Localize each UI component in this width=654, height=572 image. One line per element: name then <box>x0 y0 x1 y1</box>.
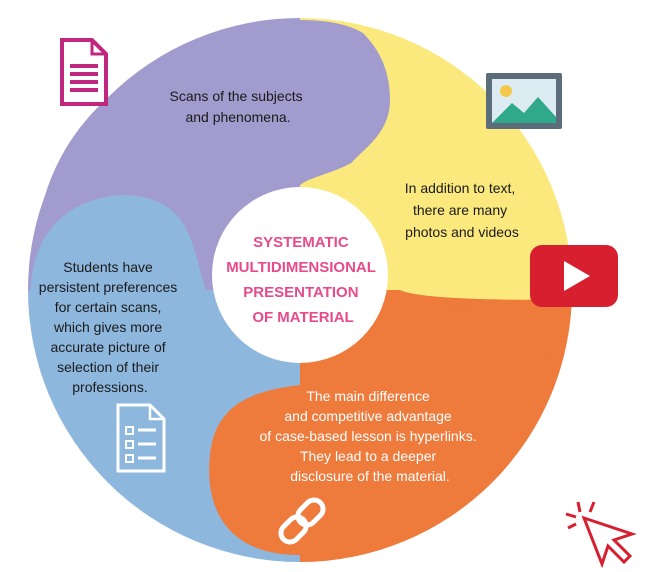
segment-text-line: which gives more <box>53 319 162 335</box>
center-circle <box>212 187 388 363</box>
video-play-icon[interactable] <box>530 245 618 307</box>
orange-segment-text: The main difference and competitive adva… <box>260 388 481 484</box>
center-title-line: SYSTEMATIC <box>253 234 349 251</box>
segment-blue-lobe <box>30 195 260 500</box>
segment-text-line: selection of their <box>57 359 159 375</box>
center-title-line: MULTIDIMENSIONAL <box>226 259 376 276</box>
segment-text-line: disclosure of the material. <box>290 468 450 484</box>
segment-text-line: for certain scans, <box>55 299 162 315</box>
center-title-line: OF MATERIAL <box>252 309 353 326</box>
cycle-wheel <box>28 18 572 562</box>
segment-text-line: In addition to text, <box>405 180 516 196</box>
segment-text-line: They lead to a deeper <box>300 448 437 464</box>
center-title-line: PRESENTATION <box>243 284 358 301</box>
segment-yellow-lobe <box>345 30 565 300</box>
segment-purple-lobe <box>40 20 392 215</box>
segment-text-line: Students have <box>63 259 153 275</box>
checklist-icon <box>116 403 166 473</box>
blue-segment-text: Students have persistent preferences for… <box>39 259 181 395</box>
click-cursor-icon <box>565 501 637 569</box>
image-icon <box>486 73 562 129</box>
segment-text-line: accurate picture of <box>50 339 165 355</box>
center-title: SYSTEMATIC MULTIDIMENSIONAL PRESENTATION… <box>226 234 380 326</box>
segment-text-line: there are many <box>413 202 507 218</box>
segment-text-line: Scans of the subjects <box>170 88 303 104</box>
yellow-segment-text: In addition to text, there are many phot… <box>405 180 519 240</box>
segment-text-line: professions. <box>72 379 147 395</box>
segment-text-line: persistent preferences <box>39 279 178 295</box>
segment-text-line: photos and videos <box>405 224 519 240</box>
segment-orange-lobe <box>209 304 560 555</box>
document-icon <box>60 38 108 106</box>
segment-text-line: and competitive advantage <box>284 408 452 424</box>
segment-text-line: and phenomena. <box>185 109 290 125</box>
segment-text-line: The main difference <box>306 388 430 404</box>
purple-segment-text: Scans of the subjects and phenomena. <box>170 88 307 125</box>
segment-text-line: of case-based lesson is hyperlinks. <box>260 428 477 444</box>
link-icon[interactable] <box>277 496 326 545</box>
